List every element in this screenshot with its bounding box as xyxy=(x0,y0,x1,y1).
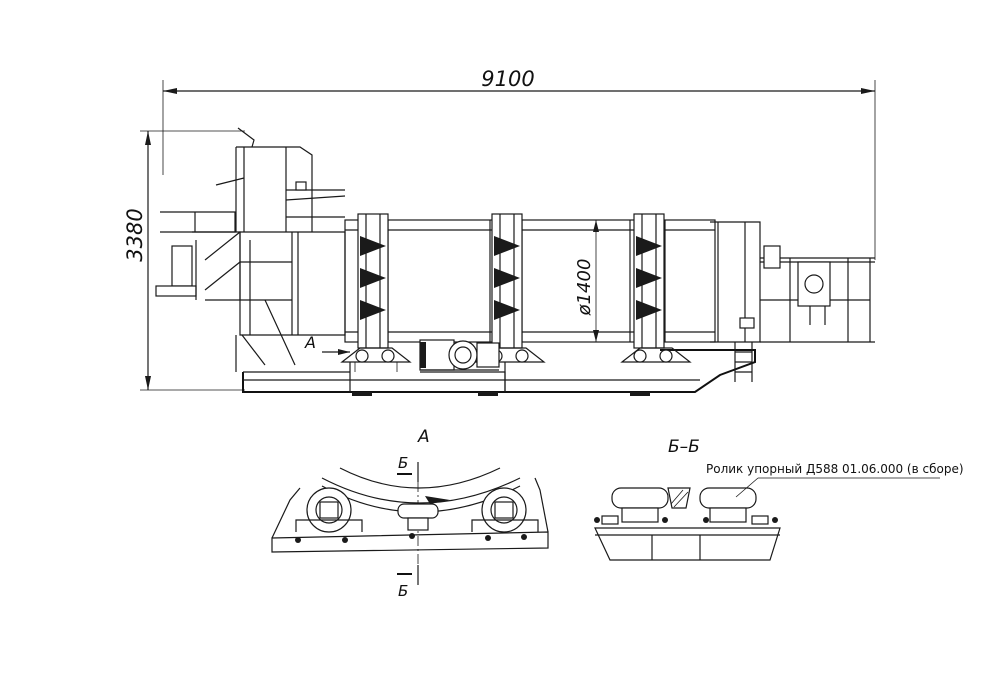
view-a-marker: A xyxy=(304,333,350,355)
support-roller-1 xyxy=(340,347,412,372)
thrust-roller-callout: Ролик упорный Д588 01.06.000 (в сборе) xyxy=(706,462,964,476)
service-platform xyxy=(760,245,875,343)
length-dimension: 9100 xyxy=(162,67,876,260)
riding-ring-3 xyxy=(633,213,665,349)
drum-diameter-label: ø1400 xyxy=(574,259,595,317)
base-frame xyxy=(242,349,756,396)
view-a-letter: A xyxy=(304,333,316,352)
dryer-main-view: ø1400 A xyxy=(155,127,875,396)
discharge-hood xyxy=(710,221,761,382)
height-dimension-label: 3380 xyxy=(123,208,147,261)
height-dimension: 3380 xyxy=(123,130,245,391)
length-dimension-label: 9100 xyxy=(481,67,534,91)
detail-view-a: A Б Б xyxy=(271,427,549,600)
riding-ring-2 xyxy=(491,213,523,349)
section-b-title: Б–Б xyxy=(668,437,700,457)
section-cut-top-label: Б xyxy=(398,454,408,472)
section-cut-bottom-label: Б xyxy=(398,582,408,600)
drive-unit xyxy=(419,339,500,371)
detail-a-title: A xyxy=(417,427,430,447)
section-b-b-view: Б–Б Ролик упорный Д588 01.06.000 (в сбор… xyxy=(594,437,964,561)
riding-ring-1 xyxy=(357,213,389,349)
feed-hopper xyxy=(160,127,346,233)
drum-diameter-dimension: ø1400 xyxy=(574,220,599,342)
support-roller-3 xyxy=(620,347,692,363)
burner-assembly xyxy=(155,231,346,372)
